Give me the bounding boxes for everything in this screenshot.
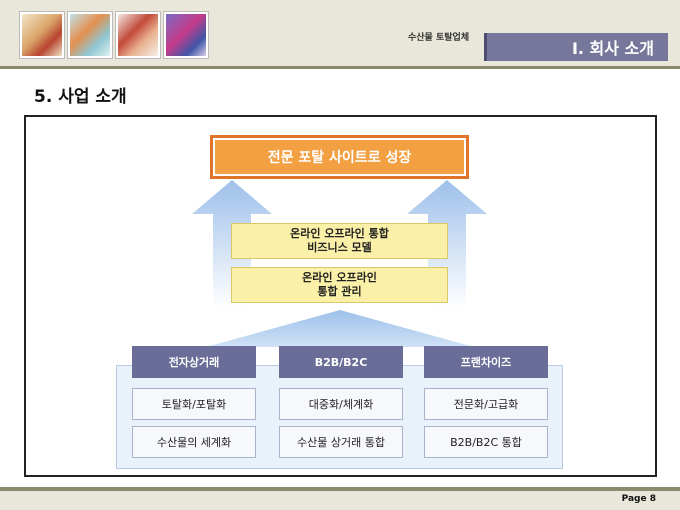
base-triangle — [206, 310, 474, 347]
column-header-b2b-b2c: B2B/B2C — [279, 346, 403, 378]
company-name: 수산물 토탈업체 — [408, 33, 470, 43]
column-item: 대중화/체계화 — [279, 388, 403, 420]
column-item: 토탈화/포탈화 — [132, 388, 256, 420]
content-frame — [24, 115, 657, 477]
step-line: 온라인 오프라인 — [302, 271, 377, 284]
goal-box: 전문 포탈 사이트로 성장 — [213, 138, 466, 176]
page-title: 5. 사업 소개 — [34, 87, 127, 107]
seafood-photo-3 — [116, 12, 160, 58]
header-thumbnails — [20, 12, 208, 58]
footer-divider — [0, 487, 680, 491]
seafood-photo-1 — [20, 12, 64, 58]
column-header-ecommerce: 전자상거래 — [132, 346, 256, 378]
column-item: 수산물 상거래 통합 — [279, 426, 403, 458]
page-number: Page 8 — [621, 494, 656, 504]
section-tab: I. 회사 소개 — [484, 33, 668, 61]
step-line: 온라인 오프라인 통합 — [290, 227, 389, 240]
column-item: B2B/B2C 통합 — [424, 426, 548, 458]
step-line: 통합 관리 — [317, 285, 362, 298]
column-header-franchise: 프랜차이즈 — [424, 346, 548, 378]
column-item: 수산물의 세계화 — [132, 426, 256, 458]
footer-band — [0, 491, 680, 510]
step-box-business-model: 온라인 오프라인 통합 비즈니스 모델 — [231, 223, 448, 259]
header-divider — [0, 66, 680, 69]
seafood-photo-2 — [68, 12, 112, 58]
step-box-integrated-management: 온라인 오프라인 통합 관리 — [231, 267, 448, 303]
step-line: 비즈니스 모델 — [307, 241, 372, 254]
seafood-photo-4 — [164, 12, 208, 58]
column-item: 전문화/고급화 — [424, 388, 548, 420]
